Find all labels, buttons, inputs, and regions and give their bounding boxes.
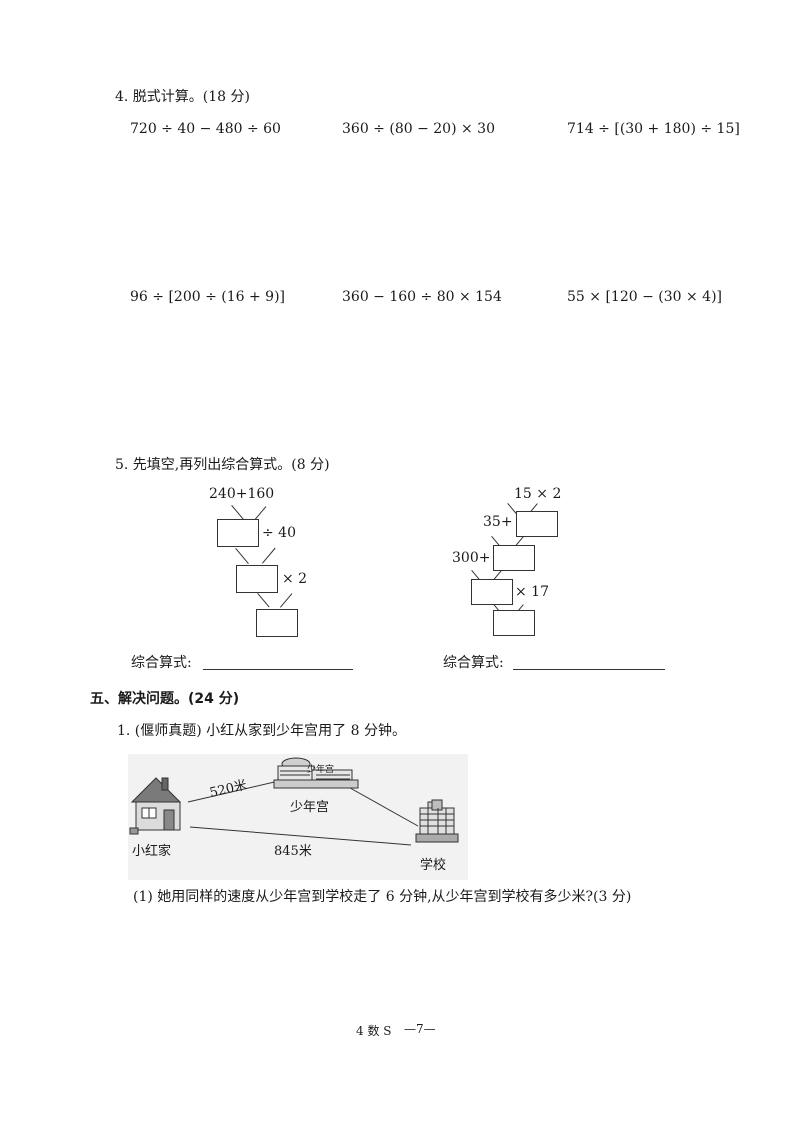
right-tree-answer-box-2[interactable] [493, 545, 535, 571]
q5-heading: 5. 先填空,再列出综合算式。(8 分) [115, 457, 330, 473]
school-building-icon [415, 799, 459, 843]
q4-expression-2: 360 ÷ (80 − 20) × 30 [342, 121, 495, 137]
sub-question-1: (1) 她用同样的速度从少年宫到学校走了 6 分钟,从少年宫到学校有多少米?(3… [133, 889, 632, 905]
q4-expression-5: 360 − 160 ÷ 80 × 154 [342, 289, 502, 305]
left-formula-label: 综合算式: [131, 655, 192, 671]
route-home-to-school [189, 826, 412, 846]
q4-expression-4: 96 ÷ [200 ÷ (16 + 9)] [130, 289, 285, 305]
youth-palace-icon [273, 757, 359, 789]
right-tree-op2: 300+ [452, 550, 491, 566]
right-formula-label: 综合算式: [443, 655, 504, 671]
left-tree-top-expr: 240+160 [209, 486, 275, 502]
q4-expression-1: 720 ÷ 40 − 480 ÷ 60 [130, 121, 281, 137]
left-tree-answer-box-3[interactable] [256, 609, 298, 637]
route-home-to-palace [187, 779, 284, 803]
school-label: 学校 [420, 858, 447, 873]
right-tree-op3: × 17 [515, 584, 549, 600]
youth-palace-sign: 少年宫 [307, 765, 335, 775]
left-tree-op1: ÷ 40 [262, 525, 296, 541]
left-tree-connector [280, 593, 293, 608]
left-tree-connector [231, 505, 244, 520]
right-tree-answer-box-4[interactable] [493, 610, 535, 636]
house-icon [129, 777, 182, 835]
route-map-graphic [129, 757, 459, 846]
q4-expression-6: 55 × [120 − (30 × 4)] [567, 289, 722, 305]
route-map: 少年宫 520米 少年宫 小红家 845米 学校 [128, 754, 468, 880]
problem-1-heading: 1. (偃师真题) 小红从家到少年宫用了 8 分钟。 [117, 723, 406, 739]
distance-home-school: 845米 [274, 844, 312, 859]
home-label: 小红家 [132, 844, 172, 859]
youth-palace-label: 少年宫 [290, 800, 330, 815]
right-tree-answer-box-3[interactable] [471, 579, 513, 605]
footer-code: 4 数 S [356, 1024, 392, 1038]
right-tree-top-expr: 15 × 2 [514, 486, 562, 502]
section-5-heading: 五、解决问题。(24 分) [90, 691, 240, 707]
left-tree-connector [262, 547, 276, 564]
left-tree-answer-box-1[interactable] [217, 519, 259, 547]
left-tree-connector [235, 548, 249, 564]
page-number: —7— [404, 1022, 436, 1036]
right-tree-op1: 35+ [483, 514, 513, 530]
left-tree-op2: × 2 [282, 571, 308, 587]
right-formula-blank[interactable] [513, 655, 665, 670]
q4-heading: 4. 脱式计算。(18 分) [115, 89, 250, 105]
left-formula-blank[interactable] [203, 655, 353, 670]
route-palace-to-school [342, 783, 419, 827]
q4-expression-3: 714 ÷ [(30 + 180) ÷ 15] [567, 121, 740, 137]
right-tree-answer-box-1[interactable] [516, 511, 558, 537]
left-tree-answer-box-2[interactable] [236, 565, 278, 593]
left-tree-connector [257, 593, 270, 608]
